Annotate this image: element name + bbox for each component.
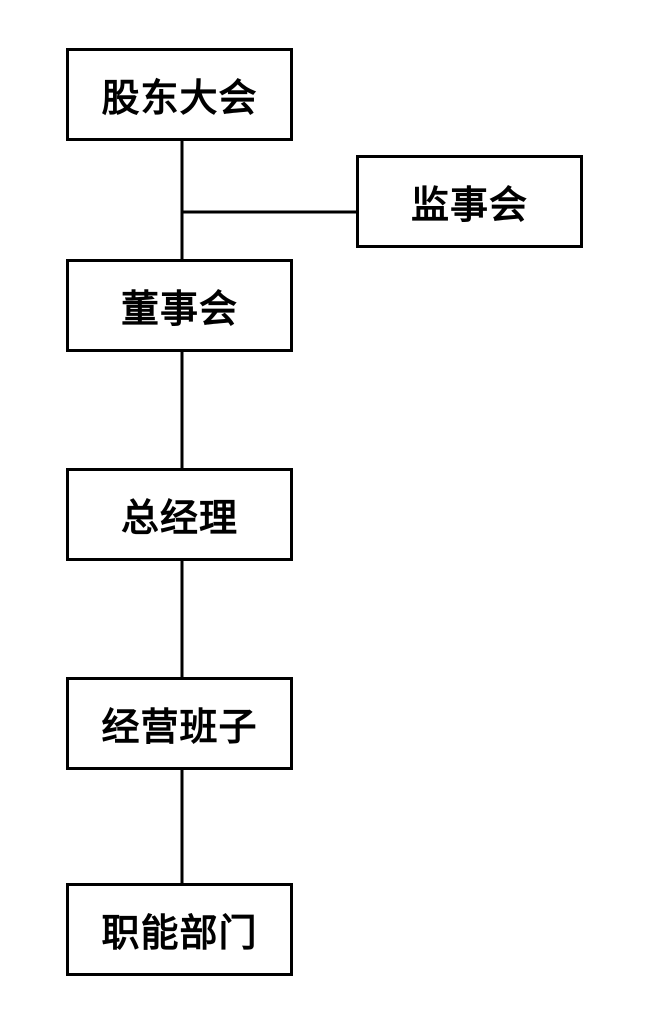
node-supervisory-board: 监事会 [356,155,583,248]
node-label: 总经理 [120,496,238,540]
node-board-of-directors: 董事会 [66,259,293,352]
node-shareholders-meeting: 股东大会 [66,48,293,141]
node-label: 股东大会 [101,76,258,120]
node-label: 职能部门 [101,911,258,955]
node-functional-departments: 职能部门 [66,883,293,976]
node-general-manager: 总经理 [66,468,293,561]
node-label: 董事会 [120,287,238,331]
node-label: 经营班子 [101,705,258,749]
node-management-team: 经营班子 [66,677,293,770]
node-label: 监事会 [410,183,528,227]
